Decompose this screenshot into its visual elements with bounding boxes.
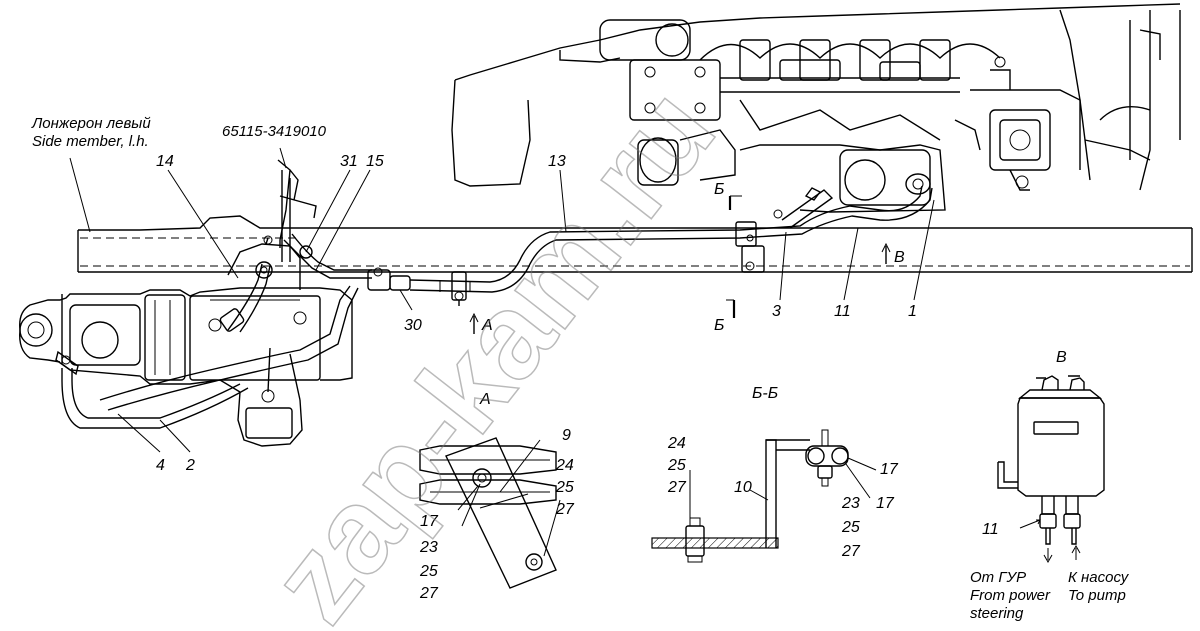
- view-bb-callout-25: 25: [667, 457, 686, 474]
- callout-leaders: [69, 147, 935, 453]
- callout-4: 4: [156, 457, 165, 474]
- view-bb-section: [651, 429, 877, 563]
- view-bb-callout-24: 24: [667, 435, 686, 452]
- view-bb-callout-27: 27: [667, 479, 687, 496]
- view-a-callout-27: 27: [555, 501, 575, 518]
- view-bb-callout-17b: 17: [876, 495, 895, 512]
- to-pump-en: To pump: [1068, 587, 1126, 604]
- steering-gear-assembly: [19, 235, 353, 447]
- view-marker-a: A: [481, 317, 493, 334]
- view-a-callout-25: 25: [555, 479, 574, 496]
- side-member-label-ru: Лонжерон левый: [31, 115, 151, 132]
- view-v-title: B: [1056, 349, 1067, 366]
- view-v-reservoir: [997, 375, 1105, 564]
- hoses-and-pipes: [55, 159, 933, 429]
- view-a-callout-24: 24: [555, 457, 574, 474]
- side-member-label-en: Side member, l.h.: [32, 133, 149, 150]
- from-power-steering-en-2: steering: [970, 605, 1024, 622]
- callout-14: 14: [156, 153, 174, 170]
- callout-11: 11: [834, 303, 851, 320]
- to-pump-ru: К насосу: [1068, 569, 1130, 586]
- callout-15: 15: [366, 153, 384, 170]
- callout-2: 2: [185, 457, 195, 474]
- callout-30: 30: [404, 317, 422, 334]
- view-a-callout-25b: 25: [419, 563, 438, 580]
- callout-13: 13: [548, 153, 566, 170]
- view-bb-callout-10: 10: [734, 479, 752, 496]
- view-a-callout-17: 17: [420, 513, 439, 530]
- view-a-title: A: [479, 391, 491, 408]
- view-bb-callout-17a: 17: [880, 461, 899, 478]
- view-marker-v: B: [894, 249, 905, 266]
- view-a-callout-9: 9: [562, 427, 571, 444]
- callout-31: 31: [340, 153, 358, 170]
- view-bb-title: Б-Б: [752, 385, 778, 402]
- view-v-callout-11: 11: [982, 521, 999, 538]
- part-number-label: 65115-3419010: [222, 123, 327, 140]
- view-a-callout-23: 23: [419, 539, 438, 556]
- view-bb-callout-23: 23: [841, 495, 860, 512]
- view-bb-callout-25b: 25: [841, 519, 860, 536]
- callout-1: 1: [908, 303, 917, 320]
- engine-block: [451, 3, 1181, 213]
- view-a-callout-27b: 27: [419, 585, 439, 602]
- callout-3: 3: [772, 303, 781, 320]
- section-marker-b-bottom: Б: [714, 317, 724, 334]
- from-power-steering-ru: От ГУР: [970, 569, 1026, 586]
- side-member-frame: [77, 215, 1193, 273]
- view-bb-callout-27b: 27: [841, 543, 861, 560]
- section-marker-b-top: Б: [714, 181, 724, 198]
- from-power-steering-en-1: From power: [970, 587, 1051, 604]
- view-a-detail: [419, 437, 561, 589]
